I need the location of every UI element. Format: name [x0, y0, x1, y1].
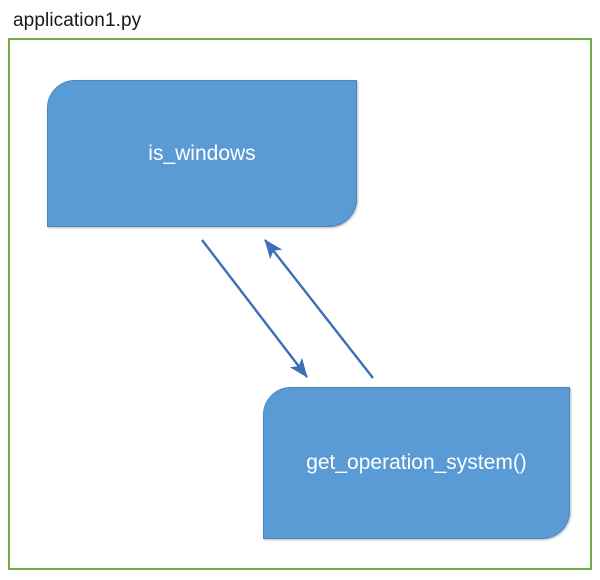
node-get-operation-system-label: get_operation_system() — [306, 451, 527, 474]
module-file-title: application1.py — [13, 10, 142, 31]
node-is-windows[interactable]: is_windows — [47, 80, 357, 227]
node-get-operation-system[interactable]: get_operation_system() — [263, 387, 570, 539]
node-is-windows-label: is_windows — [148, 141, 256, 165]
